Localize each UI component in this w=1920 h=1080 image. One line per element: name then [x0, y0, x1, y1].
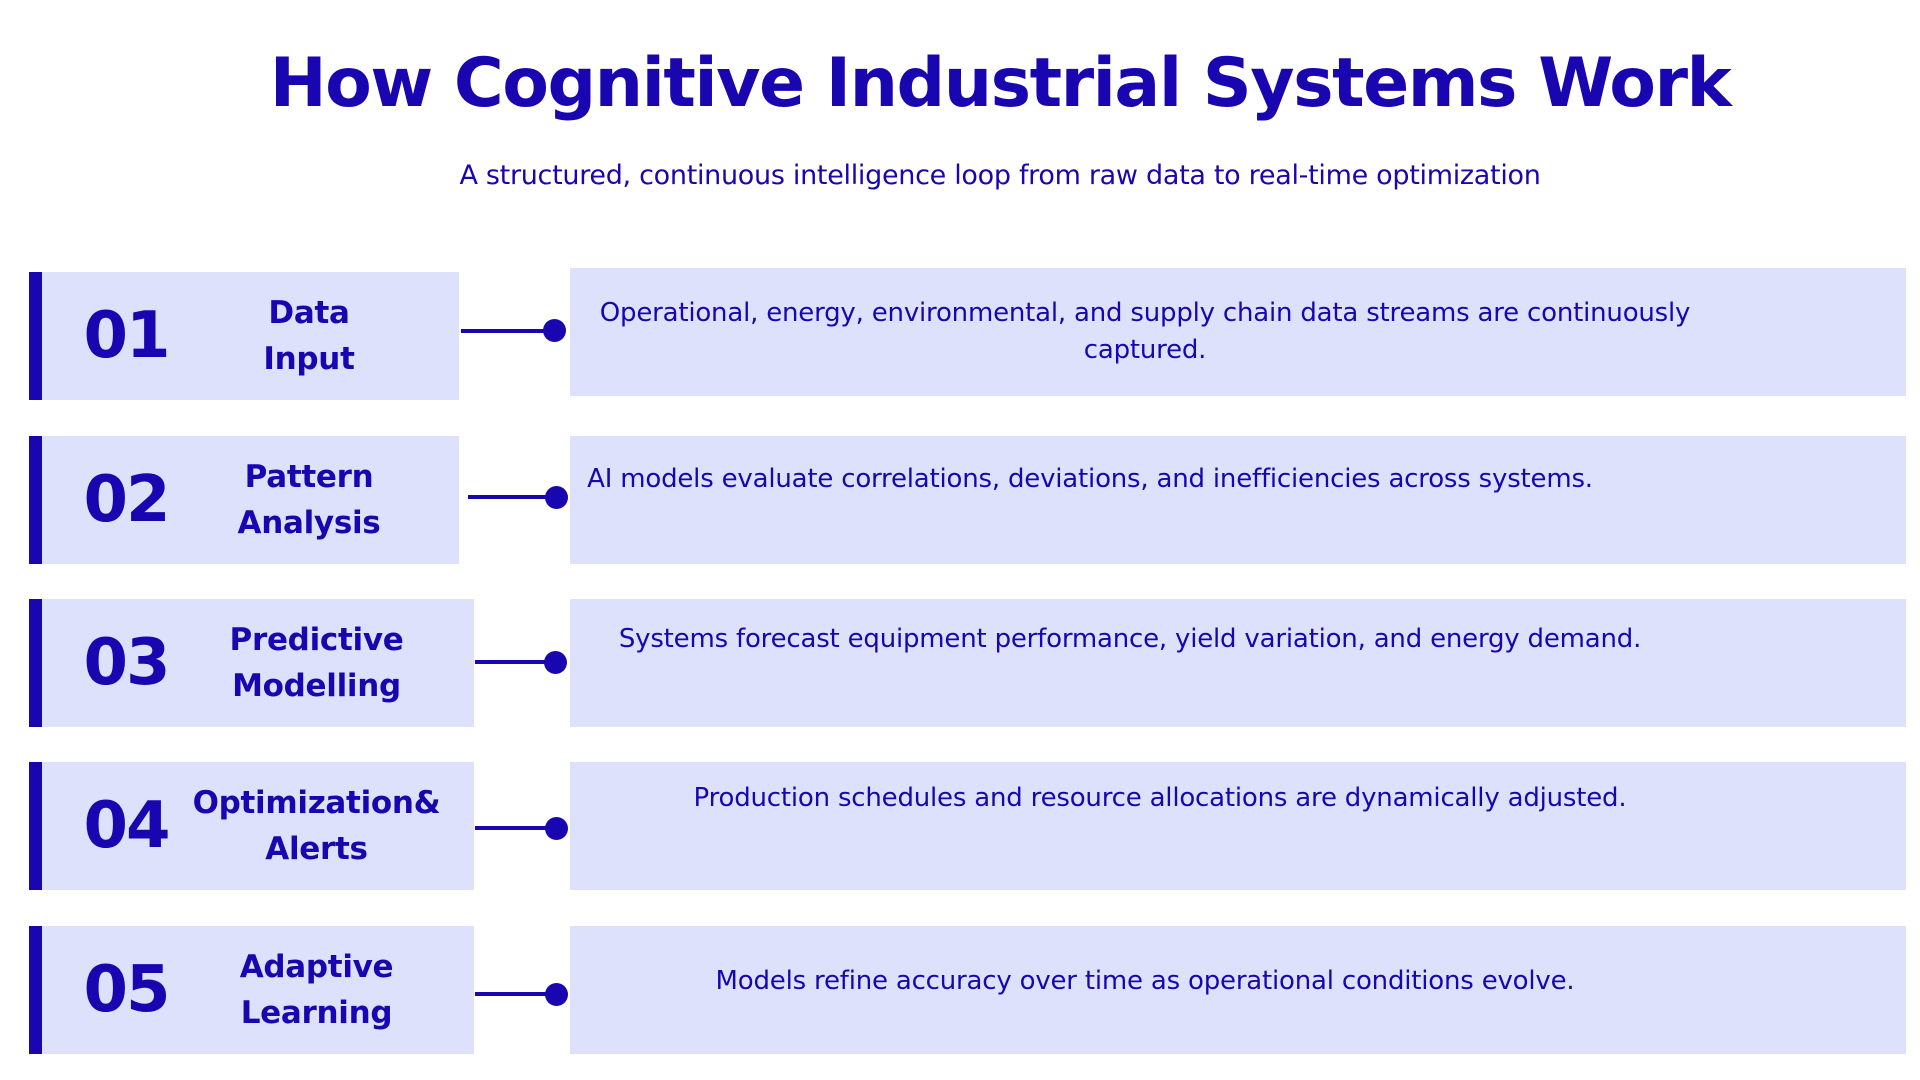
step-accent-bar [29, 599, 42, 727]
step-connector-dot [545, 486, 568, 509]
step-accent-bar [29, 436, 42, 564]
step-accent-bar [29, 272, 42, 400]
step-connector-line [475, 826, 553, 830]
step-number: 03 [83, 626, 170, 700]
step-accent-bar [29, 926, 42, 1054]
step-description-card: Production schedules and resource alloca… [570, 762, 1906, 890]
step-connector-dot [544, 651, 567, 674]
step-number: 05 [83, 953, 170, 1027]
step-number: 02 [83, 463, 170, 537]
step-name-line2: Learning [240, 995, 393, 1031]
step-connector-dot [543, 319, 566, 342]
step-number: 04 [83, 789, 170, 863]
step-connector-line [475, 660, 553, 664]
step-connector-line [468, 495, 553, 499]
step-name-line2: Modelling [232, 668, 401, 704]
page-title: How Cognitive Industrial Systems Work [269, 44, 1732, 123]
step-description: Operational, energy, environmental, and … [599, 298, 1691, 365]
page-subtitle: A structured, continuous intelligence lo… [459, 160, 1541, 191]
step-connector-dot [545, 817, 568, 840]
step-description: Production schedules and resource alloca… [693, 783, 1627, 813]
step-description-card: Models refine accuracy over time as oper… [570, 926, 1906, 1054]
step-description-card: Systems forecast equipment performance, … [570, 599, 1906, 727]
step-name: Optimization&Alerts [179, 762, 474, 890]
step-name-line1: Data [268, 295, 350, 331]
step-number: 01 [83, 299, 170, 373]
step-name-line1: Predictive [229, 622, 404, 658]
step-connector-dot [545, 983, 568, 1006]
step-connector-line [475, 992, 553, 996]
step-connector-line [461, 329, 553, 333]
step-description-card: Operational, energy, environmental, and … [570, 268, 1906, 396]
step-name-line2: Alerts [265, 831, 368, 867]
step-name-line2: Input [263, 341, 355, 377]
step-description: Models refine accuracy over time as oper… [715, 966, 1575, 996]
step-name-line1: Pattern [244, 459, 374, 495]
step-description-card: AI models evaluate correlations, deviati… [570, 436, 1906, 564]
step-name-line1: Adaptive [239, 949, 394, 985]
step-name-line2: Analysis [237, 505, 381, 541]
step-name-line1: Optimization& [192, 785, 441, 821]
step-description: AI models evaluate correlations, deviati… [587, 464, 1593, 494]
step-description: Systems forecast equipment performance, … [618, 624, 1642, 654]
step-card-optimization-alerts: 04 Optimization&Alerts [29, 762, 474, 890]
step-accent-bar [29, 762, 42, 890]
